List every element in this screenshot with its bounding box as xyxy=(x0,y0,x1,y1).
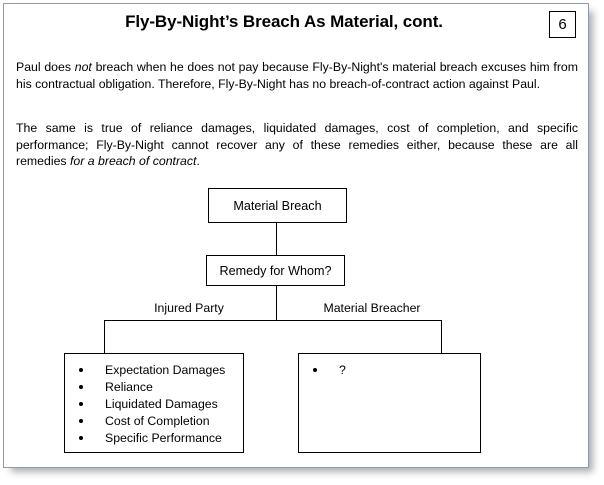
remedy-label: Cost of Completion xyxy=(105,414,210,428)
connector-right-branch-drop xyxy=(441,320,442,353)
body-paragraph-2: The same is true of reliance damages, li… xyxy=(16,120,578,170)
flowchart-box-material-breacher-remedies: ? xyxy=(298,353,481,453)
slide-number-value: 6 xyxy=(558,16,567,33)
para2-emphasis-breach-of-contract: for a breach of contract xyxy=(70,154,197,169)
list-item: ? xyxy=(309,362,480,379)
para1-emphasis-not: not xyxy=(74,60,92,75)
body-paragraph-1: Paul does not breach when he does not pa… xyxy=(16,59,578,92)
remedy-label: Reliance xyxy=(105,380,153,394)
para1-segment-c: breach when he does not pay because Fly-… xyxy=(16,60,578,91)
flowchart-box-injured-party-remedies: Expectation Damages Reliance Liquidated … xyxy=(64,353,244,453)
slide-number-badge: 6 xyxy=(549,11,576,38)
node-material-breach-label: Material Breach xyxy=(233,198,322,213)
list-item: Reliance xyxy=(75,379,243,396)
list-item: Liquidated Damages xyxy=(75,396,243,413)
connector-split-horizontal xyxy=(104,320,442,321)
para2-segment-a: The same is true of reliance damages, li… xyxy=(16,121,578,169)
remedy-label: Liquidated Damages xyxy=(105,397,218,411)
flowchart-node-material-breach: Material Breach xyxy=(208,188,347,223)
node-remedy-for-whom-label: Remedy for Whom? xyxy=(219,263,332,278)
slide-frame: Fly-By-Night’s Breach As Material, cont.… xyxy=(3,3,589,468)
bullet-icon xyxy=(79,419,83,423)
remedy-label: Expectation Damages xyxy=(105,363,226,377)
remedies-flowchart: Material Breach Remedy for Whom? Injured… xyxy=(4,4,588,467)
para2-segment-c: . xyxy=(196,154,200,169)
connector-left-branch-drop xyxy=(104,320,105,354)
flowchart-node-remedy-for-whom: Remedy for Whom? xyxy=(206,255,345,286)
list-item: Specific Performance xyxy=(75,430,243,447)
remedy-label: Specific Performance xyxy=(105,431,222,445)
injured-party-remedy-list: Expectation Damages Reliance Liquidated … xyxy=(65,354,243,447)
remedy-label: ? xyxy=(339,363,346,377)
branch-label-injured-party: Injured Party xyxy=(154,301,224,315)
list-item: Cost of Completion xyxy=(75,413,243,430)
connector-root-to-decision xyxy=(276,223,277,255)
bullet-icon xyxy=(313,368,317,372)
list-item: Expectation Damages xyxy=(75,362,243,379)
branch-label-material-breacher: Material Breacher xyxy=(323,301,421,315)
connector-decision-stem xyxy=(276,286,277,320)
bullet-icon xyxy=(79,402,83,406)
para1-segment-a: Paul does xyxy=(16,60,75,75)
bullet-icon xyxy=(79,385,83,389)
slide-canvas: Fly-By-Night’s Breach As Material, cont.… xyxy=(4,4,588,467)
page-title: Fly-By-Night’s Breach As Material, cont. xyxy=(125,12,443,31)
bullet-icon xyxy=(79,436,83,440)
bullet-icon xyxy=(79,368,83,372)
material-breacher-remedy-list: ? xyxy=(299,354,480,379)
